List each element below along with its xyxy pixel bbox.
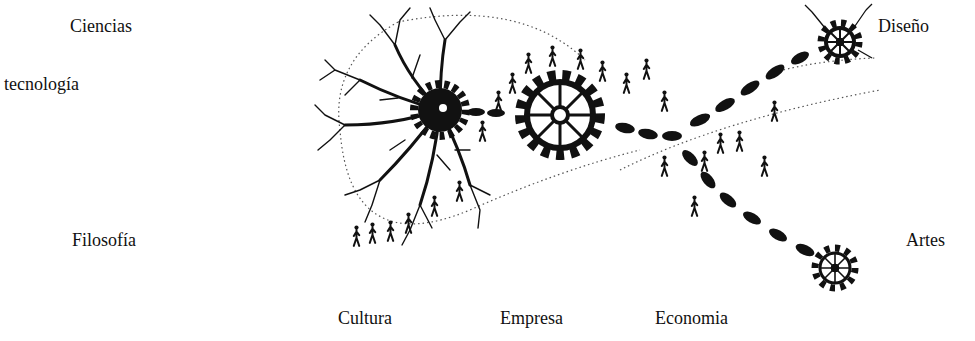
gear bbox=[815, 248, 855, 288]
dotted-path bbox=[339, 15, 880, 224]
neuron-body bbox=[414, 84, 466, 136]
field-label: Empresa bbox=[500, 308, 563, 330]
gear bbox=[520, 75, 600, 155]
field-label: Cultura bbox=[338, 308, 392, 330]
field-label: tecnología bbox=[4, 74, 79, 96]
field-label: Diseño bbox=[878, 16, 929, 38]
walking-person bbox=[354, 45, 777, 246]
axon-chain bbox=[467, 49, 816, 259]
field-label: Ciencias bbox=[70, 16, 132, 38]
field-label: Artes bbox=[906, 230, 945, 252]
dendrite bbox=[315, 8, 490, 245]
field-label: Filosofía bbox=[72, 230, 136, 252]
field-label: Economia bbox=[655, 308, 728, 330]
gear bbox=[805, 4, 872, 61]
